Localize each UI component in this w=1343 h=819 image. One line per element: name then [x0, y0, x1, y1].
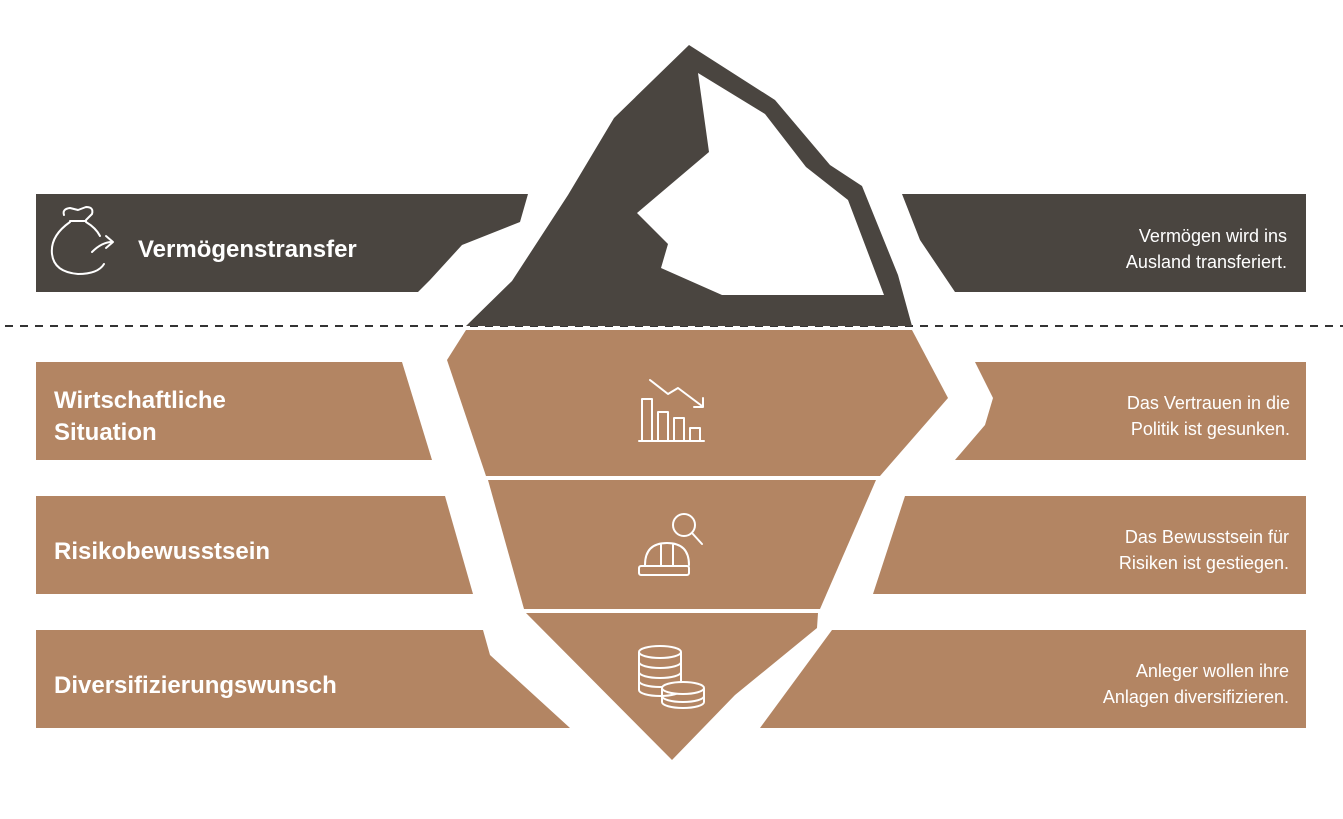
- band-left-top: [36, 194, 528, 292]
- band-left-diversify: [36, 630, 570, 728]
- band-right-economy: [955, 362, 1306, 460]
- row-desc-top: Vermögen wird ins Ausland transferiert.: [1126, 223, 1287, 275]
- iceberg-snow: [637, 73, 884, 295]
- row-desc-economy-line2: Politik ist gesunken.: [1130, 419, 1290, 439]
- money-bag-icon: [50, 206, 114, 275]
- row-desc-top-line1: Vermögen wird ins: [1138, 226, 1287, 246]
- row-desc-risk-line1: Das Bewusstsein für: [1124, 527, 1289, 547]
- band-right-top: [902, 194, 1306, 292]
- row-desc-risk-line2: Risiken ist gestiegen.: [1118, 553, 1289, 573]
- band-left-risk: [36, 496, 473, 594]
- row-title-economy-line1: Wirtschaftliche: [54, 387, 226, 414]
- row-desc-diversify-line1: Anleger wollen ihre: [1135, 661, 1289, 681]
- row-title-economy-line2: Situation: [54, 419, 157, 446]
- row-desc-top-line2: Ausland transferiert.: [1125, 252, 1287, 272]
- band-right-risk: [873, 496, 1306, 594]
- row-desc-economy: Das Vertrauen in die Politik ist gesunke…: [1127, 390, 1290, 442]
- row-title-diversify: Diversifizierungswunsch: [54, 672, 337, 699]
- hard-hat-search-icon: [638, 513, 703, 576]
- row-desc-diversify-line2: Anlagen diversifizieren.: [1102, 687, 1289, 707]
- declining-chart-icon: [638, 379, 705, 442]
- iceberg-section-risk: [488, 480, 876, 609]
- coin-stacks-icon: [638, 645, 705, 709]
- row-title-top: Vermögenstransfer: [138, 236, 357, 263]
- band-right-diversify: [760, 630, 1306, 728]
- row-title-risk: Risikobewusstsein: [54, 538, 271, 565]
- row-title-economy: Wirtschaftliche Situation: [54, 385, 226, 449]
- row-desc-diversify: Anleger wollen ihre Anlagen diversifizie…: [1103, 658, 1289, 710]
- band-left-economy: [36, 362, 432, 460]
- row-desc-economy-line1: Das Vertrauen in die: [1126, 393, 1290, 413]
- row-desc-risk: Das Bewusstsein für Risiken ist gestiege…: [1119, 524, 1289, 576]
